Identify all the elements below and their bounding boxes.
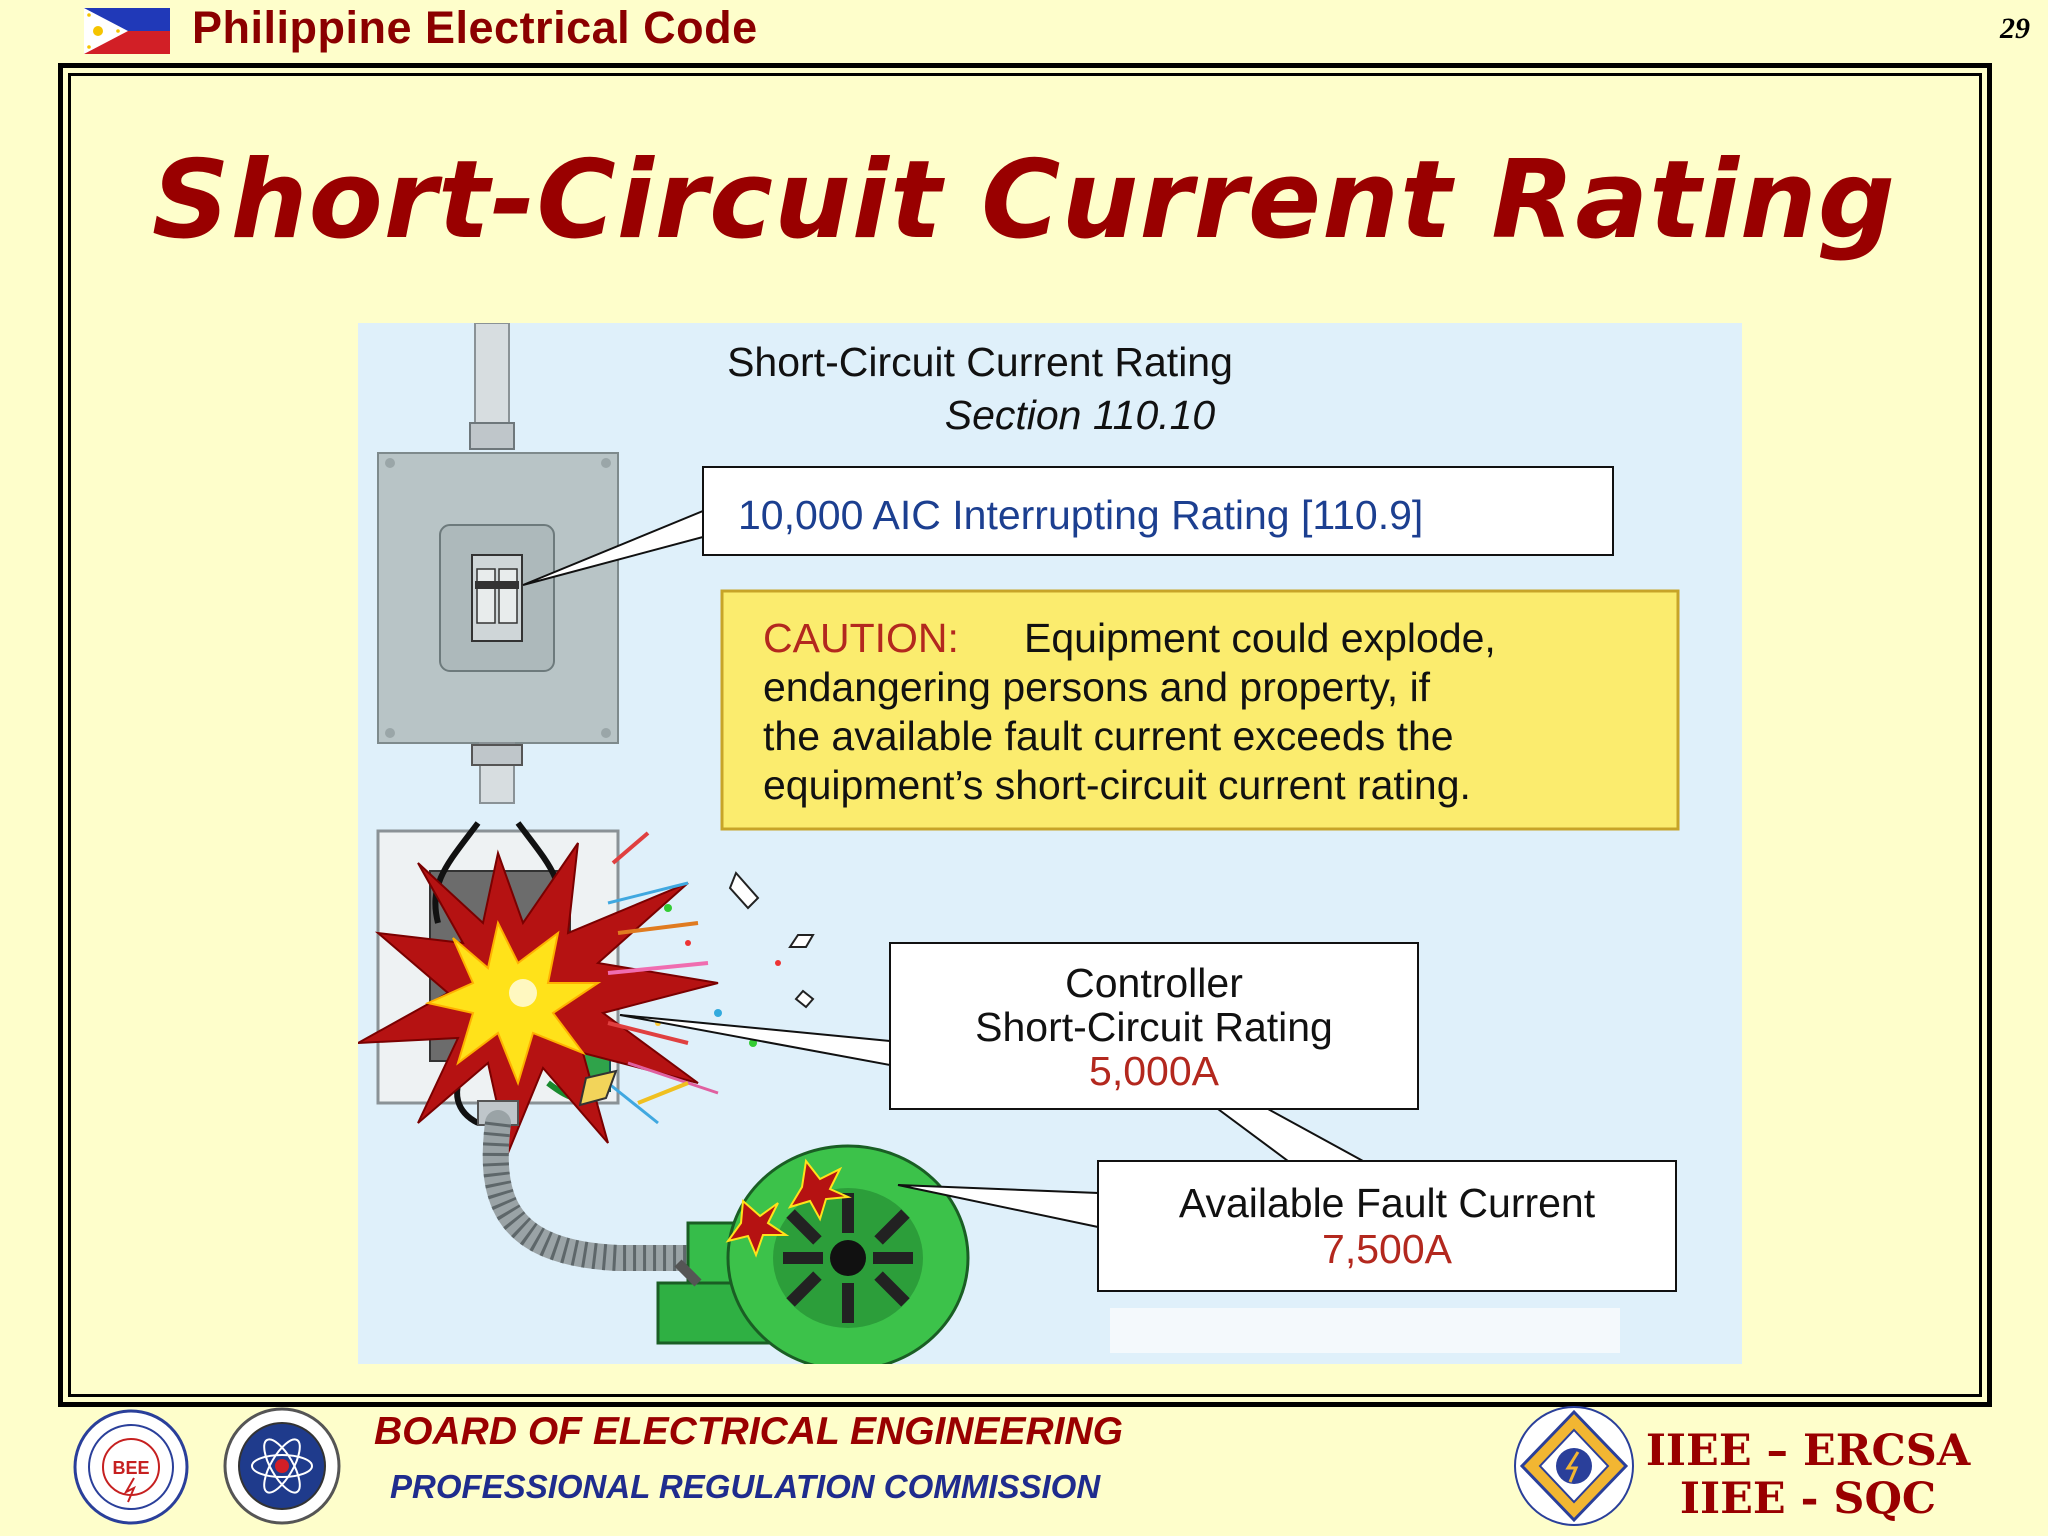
philippine-flag-icon: [84, 8, 170, 54]
short-circuit-illustration: Short-Circuit Current Rating Section 110…: [358, 323, 1742, 1364]
board-name: BOARD OF ELECTRICAL ENGINEERING: [374, 1410, 1123, 1453]
figure-heading: Short-Circuit Current Rating: [727, 339, 1233, 385]
aic-rating-label: 10,000 AIC Interrupting Rating [110.9]: [738, 492, 1423, 538]
iiee-seal-icon: [1514, 1406, 1634, 1526]
controller-label-line1: Controller: [1065, 960, 1243, 1006]
figure-section: Section 110.10: [945, 392, 1216, 438]
caution-line-4: equipment’s short-circuit current rating…: [763, 762, 1471, 808]
slide-frame-inner: [68, 73, 1982, 1397]
controller-rating-value: 5,000A: [1089, 1048, 1220, 1094]
caution-line-3: the available fault current exceeds the: [763, 713, 1454, 759]
caution-line-1: Equipment could explode,: [1024, 615, 1496, 661]
caution-word: CAUTION:: [763, 615, 959, 661]
fault-current-label: Available Fault Current: [1179, 1180, 1596, 1226]
header-title: Philippine Electrical Code: [192, 2, 758, 53]
page-number: 29: [2000, 12, 2030, 45]
iiee-ercsa-label: IIEE – ERCSA: [1645, 1426, 1971, 1476]
commission-name: PROFESSIONAL REGULATION COMMISSION: [390, 1468, 1101, 1505]
svg-text:BEE: BEE: [112, 1458, 149, 1478]
fault-current-value: 7,500A: [1322, 1226, 1453, 1272]
slide-frame: [58, 63, 1992, 1407]
controller-label-line2: Short-Circuit Rating: [975, 1004, 1333, 1050]
bee-seal-icon: BEE: [73, 1409, 189, 1525]
iiee-sqc-label: IIEE - SQC: [1679, 1474, 1937, 1524]
slide-title: Short-Circuit Current Rating: [151, 138, 1897, 263]
prc-seal-icon: [223, 1407, 341, 1525]
caution-line-2: endangering persons and property, if: [763, 664, 1431, 710]
